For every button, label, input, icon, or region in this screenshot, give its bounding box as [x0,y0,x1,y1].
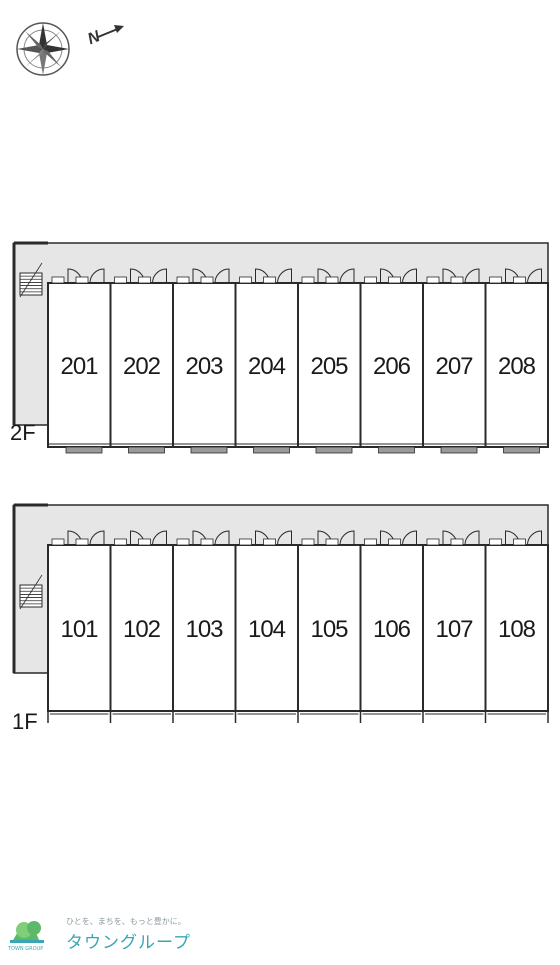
door-icon [426,268,480,284]
door-icon [114,268,167,284]
door-icon [51,530,105,546]
balcony [65,446,103,454]
floor-label: 1F [12,709,38,734]
door-icon [364,268,417,284]
stairs-icon [19,262,43,298]
unit-number-203: 203 [185,353,223,380]
door-icon [301,268,355,284]
unit-203 [172,268,237,454]
door-icon [176,530,230,546]
floor-1F [12,503,549,723]
door-icon [239,530,292,546]
door-icon [364,530,417,546]
unit-number-105: 105 [310,616,348,643]
unit-number-107: 107 [435,616,473,643]
unit-number-207: 207 [435,353,473,380]
balcony [253,446,290,454]
unit-number-101: 101 [60,616,98,643]
balcony [378,446,415,454]
floor-2F [12,241,549,454]
door-icon [489,268,542,284]
unit-107 [422,530,487,723]
unit-number-205: 205 [310,353,348,380]
unit-number-102: 102 [122,616,161,643]
unit-number-206: 206 [372,353,411,380]
balcony [315,446,353,454]
town-group-logo-icon [4,914,56,952]
unit-number-201: 201 [60,353,98,380]
balcony [440,446,478,454]
unit-number-208: 208 [497,353,536,380]
unit-102 [109,530,174,723]
unit-202 [109,268,174,454]
unit-104 [234,530,299,723]
footer-logo-text: TOWN GROUP [8,946,44,952]
door-icon [489,530,542,546]
unit-207 [422,268,487,454]
footer-brand-name: タウングループ [66,933,191,953]
balcony [190,446,228,454]
unit-108 [484,530,549,723]
unit-number-106: 106 [372,616,411,643]
door-icon [426,530,480,546]
compass-icon: N [16,22,124,76]
balcony [128,446,165,454]
compass-north-label: N [85,28,102,48]
unit-number-104: 104 [247,616,286,643]
unit-205 [297,268,362,454]
stairs-icon [19,574,43,610]
unit-number-103: 103 [185,616,223,643]
door-icon [51,268,105,284]
unit-106 [359,530,424,723]
unit-number-202: 202 [122,353,161,380]
unit-number-108: 108 [497,616,536,643]
door-icon [114,530,167,546]
door-icon [239,268,292,284]
unit-number-204: 204 [247,353,286,380]
unit-208 [484,268,549,454]
footer-tagline: ひとを、まちを、もっと豊かに。 [66,917,186,926]
unit-201 [47,268,112,454]
unit-101 [47,530,112,723]
balcony [503,446,540,454]
floor-label: 2F [10,420,36,445]
door-icon [176,268,230,284]
door-icon [301,530,355,546]
